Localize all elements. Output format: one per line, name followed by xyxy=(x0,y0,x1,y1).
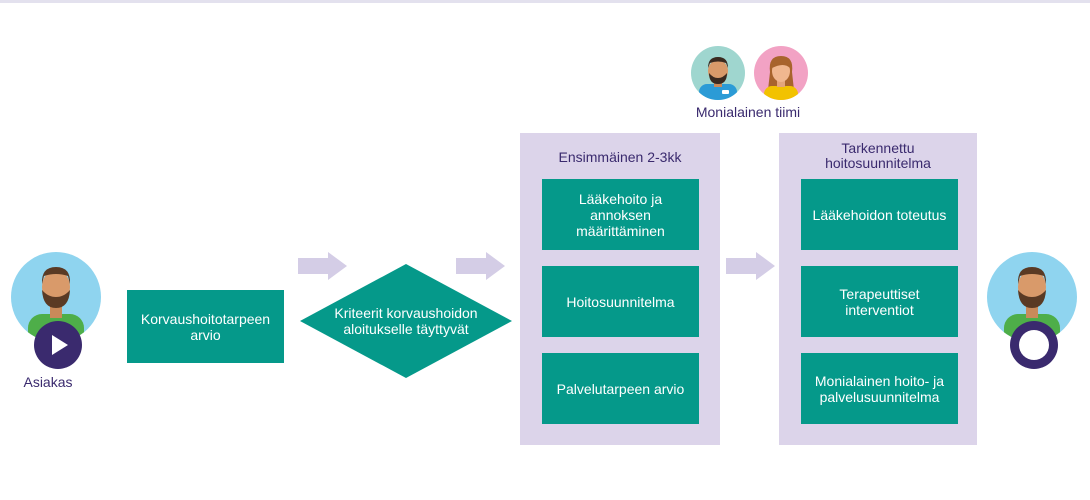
phase1-box-service-needs: Palvelutarpeen arvio xyxy=(542,353,699,424)
play-icon xyxy=(34,321,82,369)
phase2-box-multiprofessional-plan: Monialainen hoito- ja palvelusuunnitelma xyxy=(801,353,958,424)
flow-arrow-3 xyxy=(726,252,775,280)
phase2-title: Tarkennettu hoitosuunnitelma xyxy=(825,140,931,171)
team-member-nurse-avatar xyxy=(754,46,808,105)
step-assessment-box: Korvaushoitotarpeen arvio xyxy=(127,290,284,363)
client-start-avatar xyxy=(10,252,104,377)
ring-icon xyxy=(1010,321,1058,369)
flow-arrow-1 xyxy=(298,252,347,280)
end-marker xyxy=(1009,320,1059,370)
team-member-doctor-avatar xyxy=(691,46,745,105)
flow-arrow-2 xyxy=(456,252,505,280)
phase1-title: Ensimmäinen 2-3kk xyxy=(558,149,682,165)
criteria-label: Kriteerit korvaushoidon aloitukselle täy… xyxy=(334,305,478,337)
criteria-diamond xyxy=(300,264,512,378)
phase2-box-medication-implementation: Lääkehoidon toteutus xyxy=(801,179,958,250)
top-divider xyxy=(0,0,1090,3)
phase1-box-medication: Lääkehoito ja annoksen määrittäminen xyxy=(542,179,699,250)
team-label: Monialainen tiimi xyxy=(695,104,801,120)
client-label: Asiakas xyxy=(23,374,73,390)
phase1-box-care-plan: Hoitosuunnitelma xyxy=(542,266,699,337)
start-play-button[interactable] xyxy=(33,320,83,370)
phase2-box-therapeutic-interventions: Terapeuttiset interventiot xyxy=(801,266,958,337)
